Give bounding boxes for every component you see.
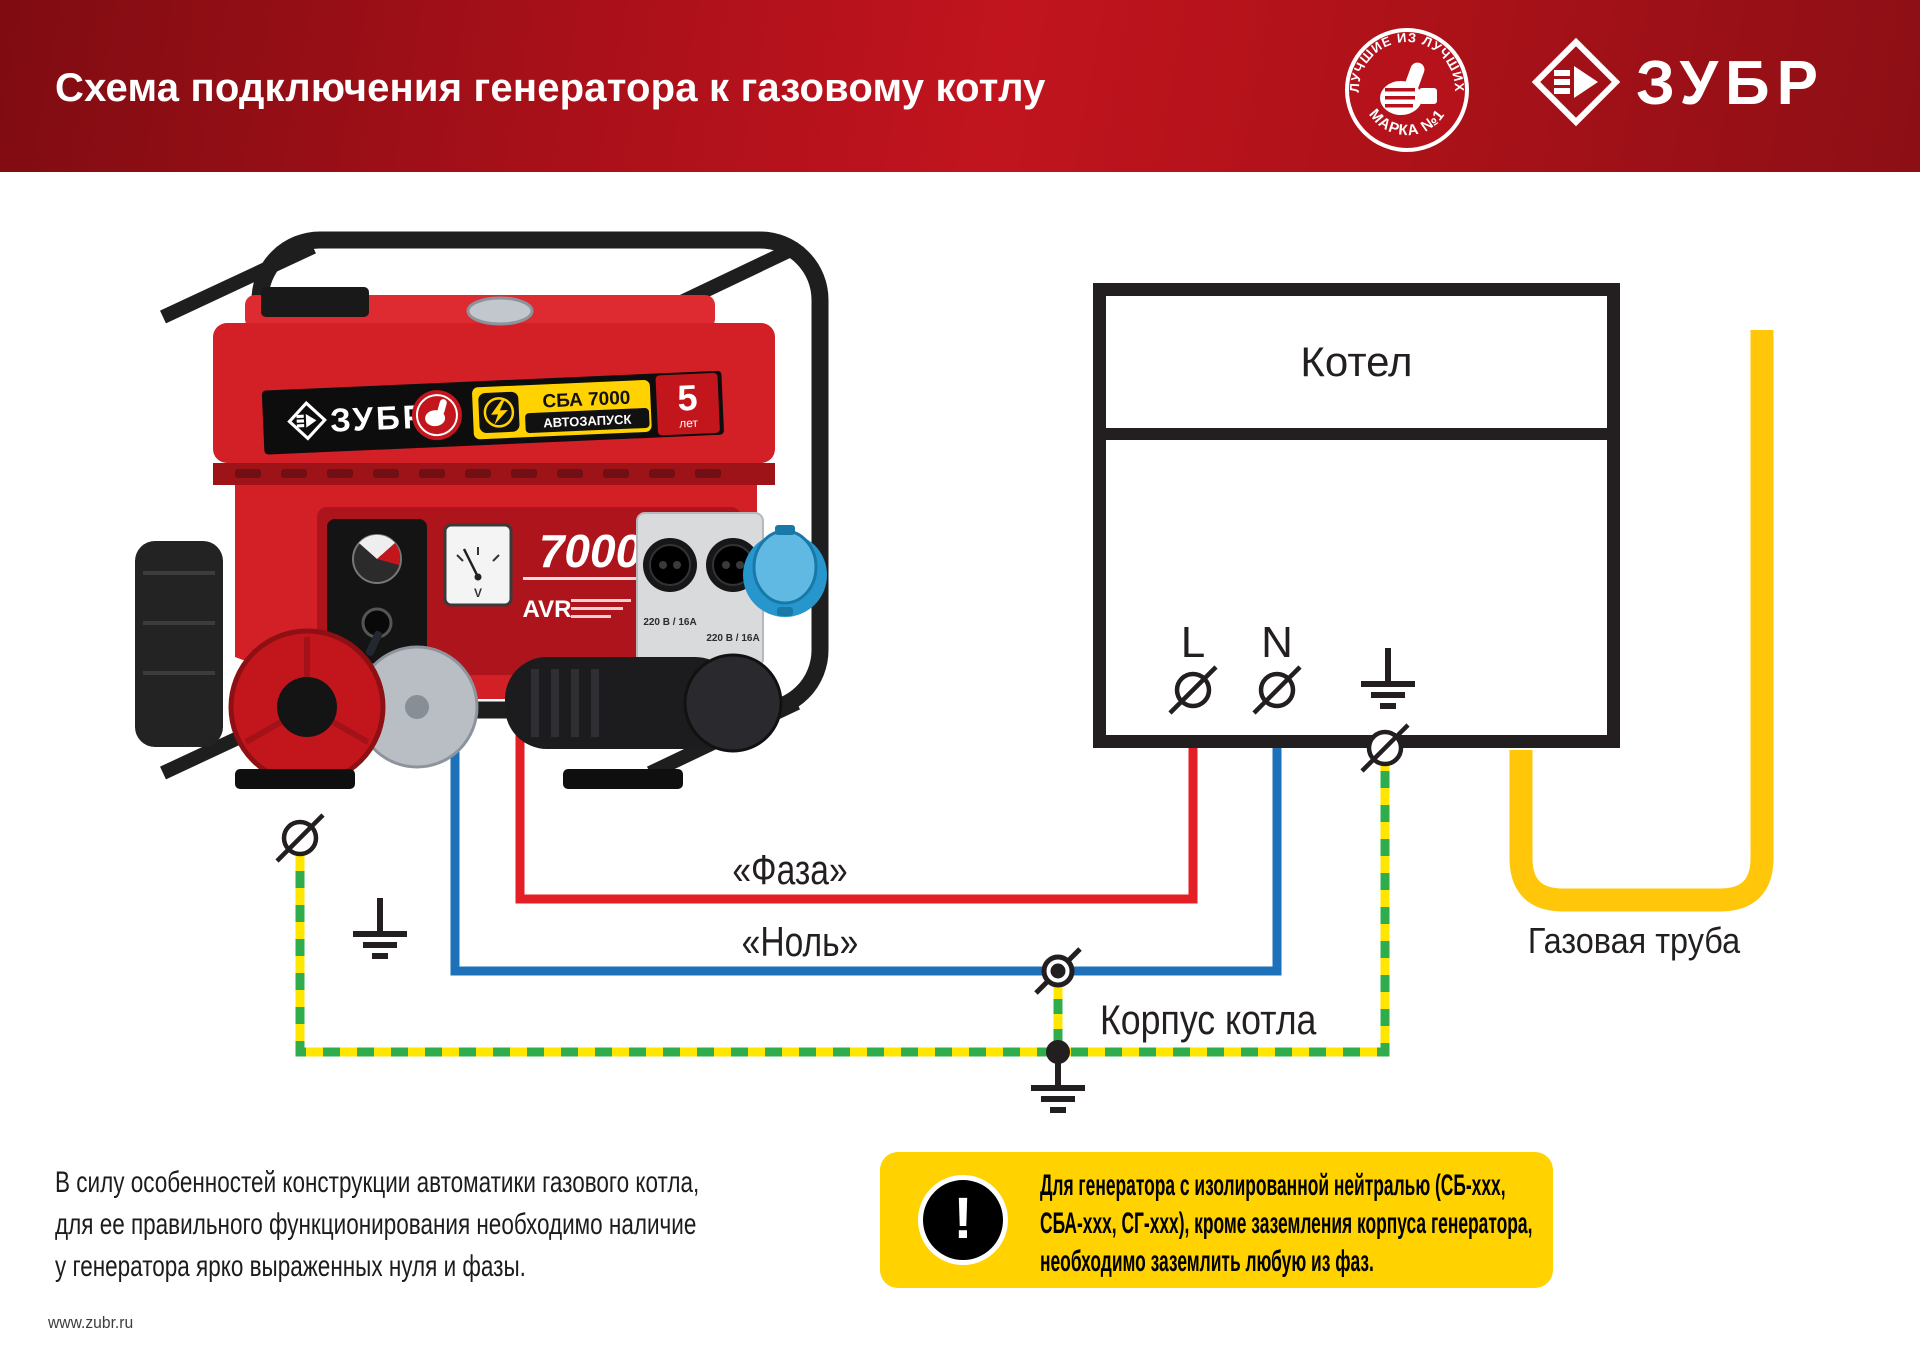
brand-logo: ЗУБР: [1531, 37, 1825, 127]
note-paragraph: В силу особенностей конструкции автомати…: [55, 1162, 699, 1288]
note-line-2: для ее правильного функционирования необ…: [55, 1208, 697, 1241]
quality-badge: ЛУЧШИЕ ИЗ ЛУЧШИХ МАРКА №1: [1345, 28, 1469, 152]
foot-right: [563, 769, 683, 789]
banner-diamond-icon: [287, 400, 327, 441]
ground-junction-dot: [1046, 1040, 1070, 1064]
terminal-n-label: N: [1261, 618, 1293, 667]
voltmeter-needle: [462, 548, 480, 578]
brand-text: ЗУБР: [1636, 49, 1825, 118]
header: Схема подключения генератора к газовому …: [0, 0, 1920, 172]
power-label: 7000: [539, 525, 642, 577]
socket2-label: 220 В / 16А: [706, 633, 759, 644]
socket1-label: 220 В / 16А: [643, 617, 696, 628]
socket-220v-1: [643, 538, 697, 592]
recoil-starter: [228, 628, 386, 786]
feature-text: АВТОЗАПУСК: [543, 412, 632, 431]
boiler-label: Котел: [1300, 338, 1413, 385]
model-text: СБА 7000: [542, 388, 631, 413]
banner-badge-icon: [411, 390, 462, 441]
diamond-icon: [1531, 37, 1621, 127]
blue-socket-label: 220 В: [772, 629, 799, 640]
key: [365, 630, 383, 656]
engine-assembly: [135, 541, 783, 789]
socket-panel: 220 В / 16А 220 В / 16А: [636, 512, 764, 668]
warning-line-1: Для генератора с изолированной нейтралью…: [1040, 1169, 1506, 1202]
avr-label: AVR: [523, 596, 572, 623]
boiler-body-junction: [1034, 947, 1082, 995]
generator-ground-icon: [353, 898, 407, 956]
brand-banner: ЗУБР СБА 7000 АВТОЗАПУСК 5 лет: [261, 370, 724, 455]
vent-strip: [213, 463, 775, 485]
terminal-l-label: L: [1180, 618, 1206, 667]
gas-pipe-label: Газовая труба: [1527, 920, 1741, 961]
alternator: [505, 657, 737, 749]
lightning-icon: [478, 391, 520, 433]
banner-brand-text: ЗУБР: [329, 398, 428, 439]
neutral-wire-label: «Ноль»: [741, 918, 859, 965]
phase-wire: [515, 695, 1198, 904]
warning-box: ! Для генератора с изолированной нейтрал…: [880, 1152, 1553, 1288]
exclamation-icon: !: [918, 1175, 1008, 1265]
warranty-badge: 5 лет: [655, 372, 720, 436]
phase-wire-label: «Фаза»: [732, 846, 848, 893]
page-title: Схема подключения генератора к газовому …: [55, 66, 1046, 110]
fuel-cap: [466, 296, 534, 326]
air-vent: [261, 287, 369, 317]
voltmeter-unit: V: [474, 586, 482, 600]
neutral-wire: [450, 695, 1282, 976]
warning-line-2: СБА-xxx, СГ-xxx), кроме заземления корпу…: [1040, 1207, 1533, 1240]
warranty-number: 5: [677, 377, 699, 419]
foot-left: [235, 769, 355, 789]
blue-cee-socket: 220 В: [743, 525, 827, 640]
note-line-1: В силу особенностей конструкции автомати…: [55, 1166, 700, 1199]
thumbs-up-icon: [1380, 62, 1437, 115]
ignition-switch: [327, 519, 427, 663]
muffler: [135, 541, 223, 747]
warning-line-3: необходимо заземлить любую из фаз.: [1040, 1245, 1374, 1278]
generator-ground-terminal: [277, 815, 323, 861]
site-url: www.zubr.ru: [48, 1313, 134, 1332]
warning-text: Для генератора с изолированной нейтралью…: [1040, 1167, 1532, 1281]
generator-illustration: ЗУБР СБА 7000 АВТОЗАПУСК 5 лет: [135, 231, 829, 789]
voltmeter: V: [443, 523, 513, 607]
warranty-word: лет: [679, 416, 699, 431]
boiler-box: [1093, 283, 1620, 748]
note-line-3: у генератора ярко выраженных нуля и фазы…: [55, 1250, 526, 1283]
gas-pipe: [1509, 330, 1774, 912]
boiler-body-label: Корпус котла: [1100, 996, 1317, 1043]
control-panel: V 7000 AVR: [235, 485, 827, 699]
